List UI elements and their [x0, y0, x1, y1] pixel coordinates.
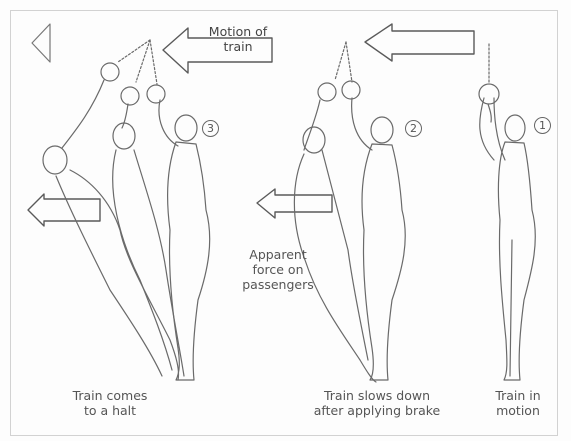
stage-1-number: 1	[534, 117, 551, 134]
back-triangle-icon	[32, 24, 50, 62]
motion-of-train-label: Motion of train	[192, 24, 284, 54]
passenger-stage-1	[479, 44, 535, 380]
train-slows-caption: Train slows down after applying brake	[292, 388, 462, 418]
stage-2-number: 2	[405, 120, 422, 137]
passenger-stage-3	[43, 40, 210, 380]
train-in-motion-caption: Train in motion	[476, 388, 560, 418]
force-arrow-left-icon	[28, 194, 100, 226]
stage-3-number: 3	[202, 120, 219, 137]
motion-arrow-mid-icon	[365, 24, 474, 61]
apparent-force-label: Apparent force on passengers	[228, 247, 328, 292]
train-halt-caption: Train comes to a halt	[50, 388, 170, 418]
